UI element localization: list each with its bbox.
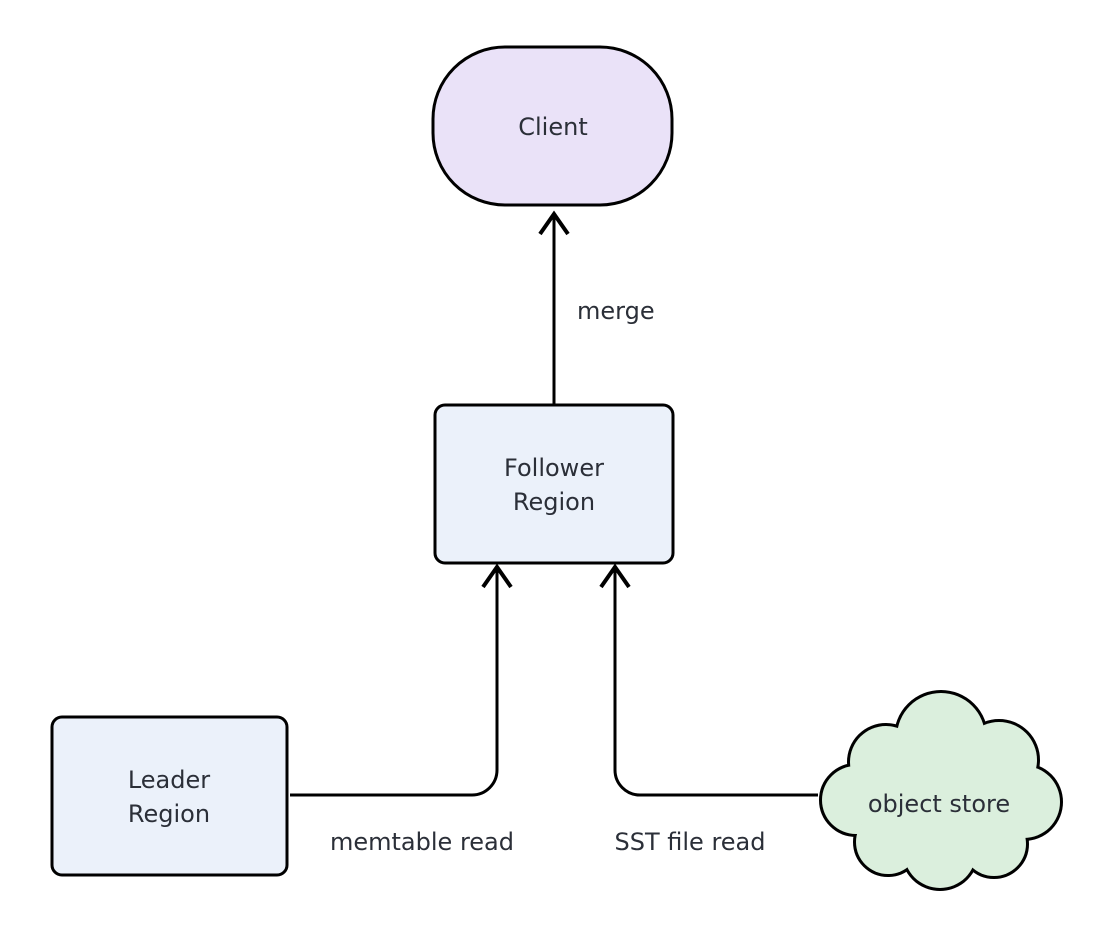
leader-region-label-line2: Region <box>128 800 210 828</box>
edge-label-memtable-read: memtable read <box>330 828 514 856</box>
edge-memtable-read-line <box>290 570 499 797</box>
object-store-label: object store <box>868 790 1010 818</box>
leader-region-node <box>50 715 289 877</box>
leader-region-label-line1: Leader <box>128 766 210 794</box>
follower-region-label-line1: Follower <box>504 454 604 482</box>
follower-region-label-line2: Region <box>513 488 595 516</box>
object-store-cloud-shape <box>819 690 1063 891</box>
edge-sst-file-read-line <box>613 570 818 797</box>
client-node <box>431 45 674 207</box>
sst-file-read-arrowhead-icon <box>599 563 631 589</box>
edges-layer <box>290 210 818 797</box>
merge-arrowhead-icon <box>538 210 570 236</box>
edge-label-sst-file-read: SST file read <box>615 828 766 856</box>
nodes-layer <box>50 45 1063 891</box>
cloud-fill-layer <box>822 693 1060 888</box>
memtable-read-arrowhead-icon <box>481 563 513 589</box>
follower-region-node <box>433 403 675 565</box>
client-node-label: Client <box>518 113 587 141</box>
labels-layer: Client Follower Region Leader Region obj… <box>128 113 1010 856</box>
edge-label-merge: merge <box>577 297 655 325</box>
